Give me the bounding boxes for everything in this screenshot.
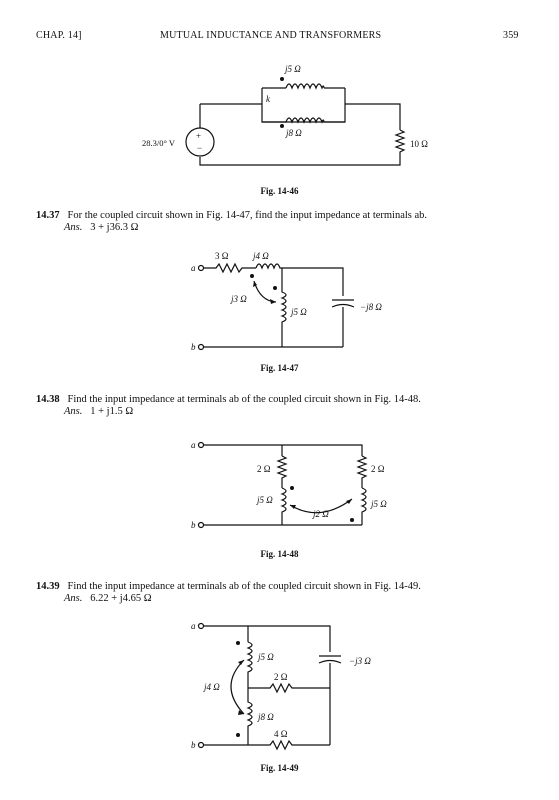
fig49-terminal-b: b (191, 740, 196, 750)
answer-value: 6.22 + j4.65 Ω (90, 593, 152, 604)
fig48-terminal-b: b (191, 520, 196, 530)
fig46-coupling-label: k (266, 94, 271, 104)
answer-14-39: Ans. 6.22 + j4.65 Ω (64, 593, 152, 604)
fig-14-49-caption: Fig. 14-49 (260, 763, 299, 773)
fig48-r-right-label: 2 Ω (371, 464, 385, 474)
fig-14-46-caption: Fig. 14-46 (260, 186, 299, 196)
answer-14-38: Ans. 1 + j1.5 Ω (64, 406, 133, 417)
problem-number: 14.39 (36, 581, 60, 592)
fig46-bottom-inductor-label: j8 Ω (285, 128, 302, 138)
fig47-r1-label: 3 Ω (215, 251, 229, 261)
fig49-mutual-label: j4 Ω (203, 682, 220, 692)
fig46-top-inductor-label: j5 Ω (284, 64, 301, 74)
fig47-l2-label: j5 Ω (290, 307, 307, 317)
fig47-l1-label: j4 Ω (252, 251, 269, 261)
fig46-resistor-label: 10 Ω (410, 139, 428, 149)
problem-14-39: 14.39 Find the input impedance at termin… (36, 580, 536, 593)
ans-label: Ans. (64, 222, 83, 233)
problem-number: 14.38 (36, 394, 60, 405)
fig47-mutual-label: j3 Ω (230, 294, 247, 304)
fig48-r-left-label: 2 Ω (257, 464, 271, 474)
fig49-l-top-label: j5 Ω (257, 652, 274, 662)
fig48-l-right-label: j5 Ω (370, 499, 387, 509)
ans-label: Ans. (64, 593, 83, 604)
fig48-mutual-label: j2 Ω (312, 509, 329, 519)
fig49-terminal-a: a (191, 621, 196, 631)
fig49-r-mid-label: 2 Ω (274, 672, 288, 682)
fig47-terminal-b: b (191, 342, 196, 352)
page-number: 359 (503, 30, 519, 41)
fig-14-47-caption: Fig. 14-47 (260, 363, 299, 373)
fig48-l-left-label: j5 Ω (256, 495, 273, 505)
problem-14-37: 14.37 For the coupled circuit shown in F… (36, 209, 536, 222)
source-minus: − (197, 143, 202, 153)
source-plus: + (196, 131, 201, 141)
problem-text: For the coupled circuit shown in Fig. 14… (67, 210, 428, 221)
answer-value: 1 + j1.5 Ω (90, 406, 134, 417)
fig48-terminal-a: a (191, 440, 196, 450)
fig49-cap-label: −j3 Ω (349, 656, 371, 666)
problem-text: Find the input impedance at terminals ab… (67, 394, 421, 405)
fig-14-48-caption: Fig. 14-48 (260, 549, 299, 559)
fig49-l-bot-label: j8 Ω (257, 712, 274, 722)
fig46-source-label: 28.3/0° V (142, 138, 176, 148)
fig49-r-bot-label: 4 Ω (274, 729, 288, 739)
problem-text: Find the input impedance at terminals ab… (67, 581, 421, 592)
ans-label: Ans. (64, 406, 83, 417)
chapter-label: CHAP. 14] (36, 30, 82, 41)
fig47-cap-label: −j8 Ω (360, 302, 382, 312)
problem-number: 14.37 (36, 210, 60, 221)
answer-value: 3 + j36.3 Ω (90, 222, 139, 233)
answer-14-37: Ans. 3 + j36.3 Ω (64, 222, 138, 233)
running-title: MUTUAL INDUCTANCE AND TRANSFORMERS (160, 30, 382, 41)
problem-14-38: 14.38 Find the input impedance at termin… (36, 393, 536, 406)
fig47-terminal-a: a (191, 263, 196, 273)
